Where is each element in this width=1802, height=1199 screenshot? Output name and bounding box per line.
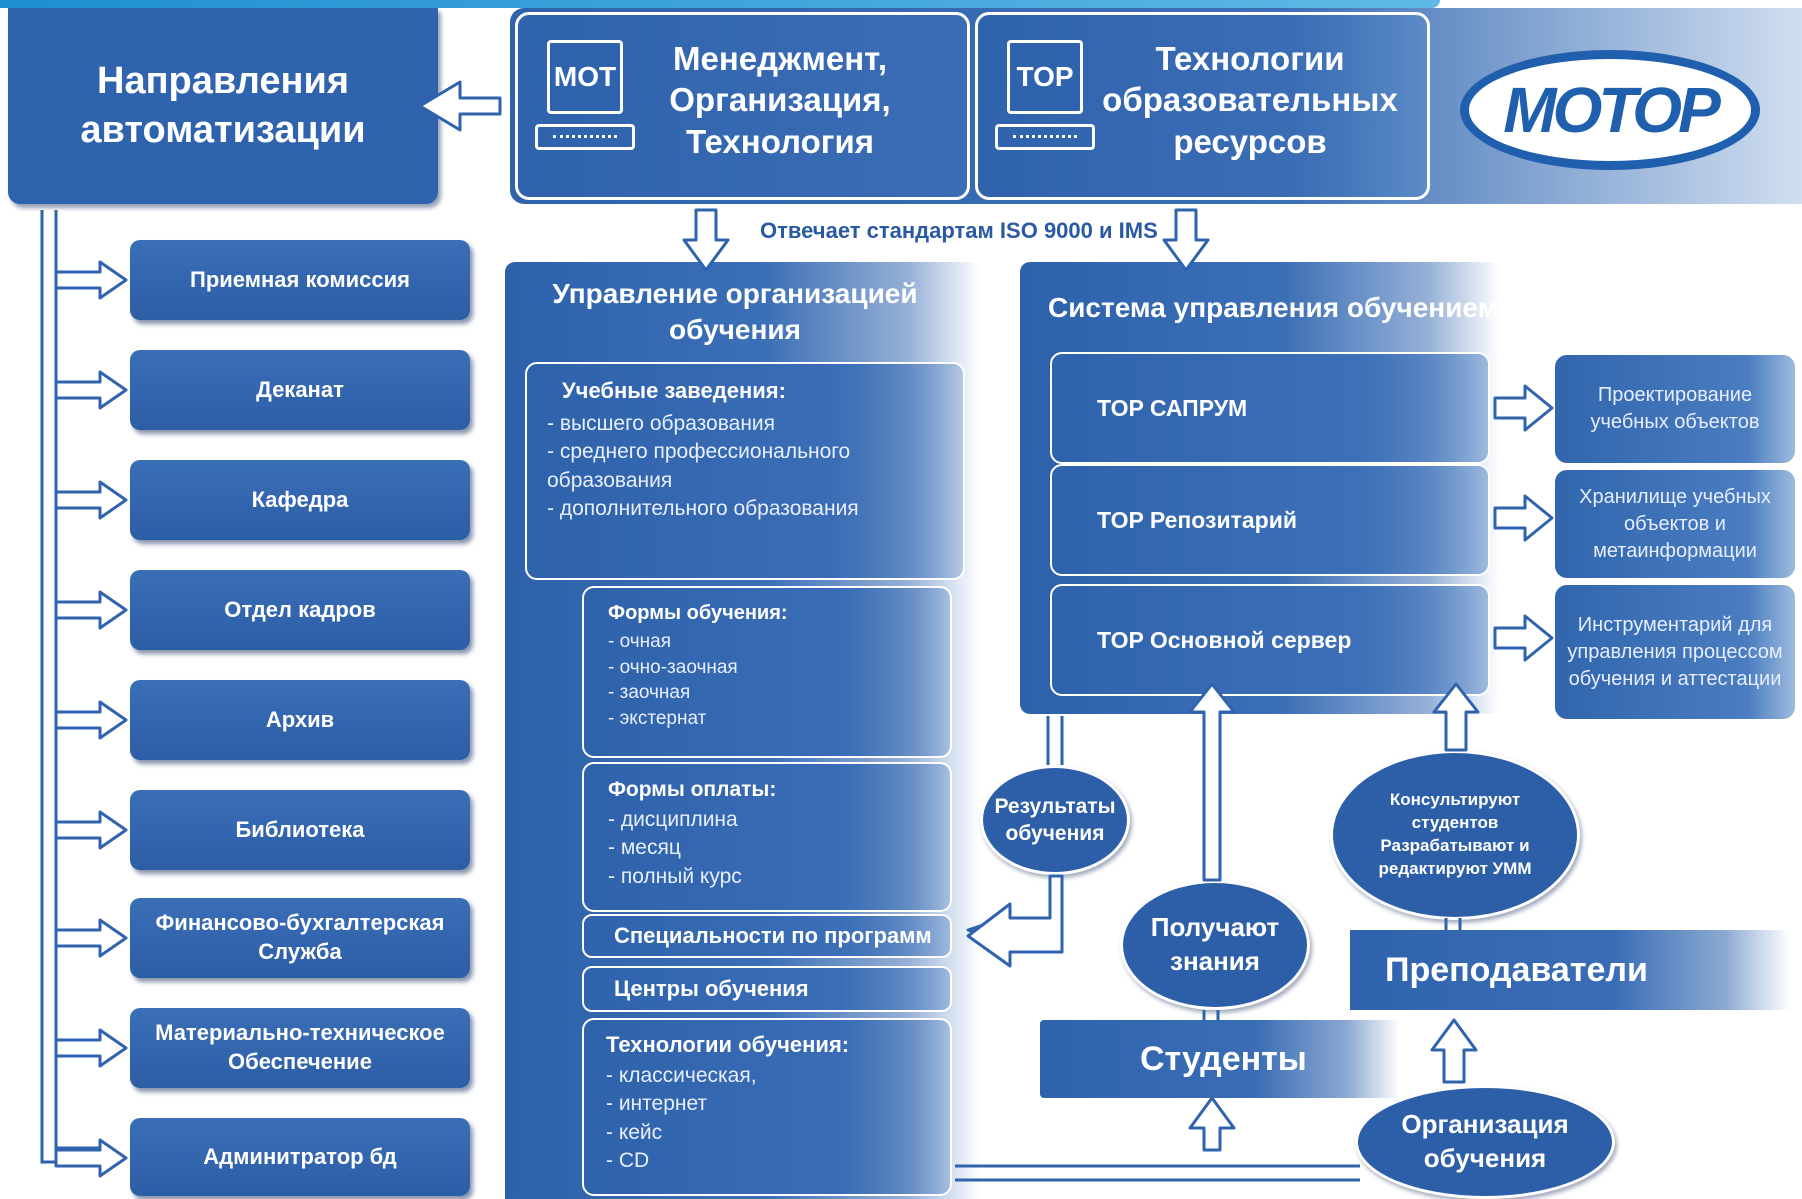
arrow-right-dept [54,480,128,520]
institutions-item: - дополнительного образования [547,497,859,521]
payment-forms-item: - месяц [608,836,681,860]
payment-forms-item: - полный курс [608,864,742,888]
dept-db-admin: Админитратор бд [130,1118,470,1196]
teachers-bar: Преподаватели [1350,930,1790,1010]
dept-logistics: Материально-техническое Обеспечение [130,1008,470,1088]
payment-forms-box: Формы оплаты: - дисциплина - месяц - пол… [582,762,952,912]
centers-row: Центры обучения [582,966,952,1012]
study-forms-item: - заочная [608,682,691,704]
lms-title: Система управления обучением [1048,292,1498,323]
mot-line3: Технология [685,122,875,160]
tor-main-server-row: TOP Основной сервер [1050,584,1490,696]
dept-library: Библиотека [130,790,470,870]
management-tools-box: Инструментарий для управления процессом … [1555,585,1795,719]
tor-computer-icon: TOP [995,40,1095,160]
dept-finance: Финансово-бухгалтерская Служба [130,898,470,978]
arrow-right-lms [1493,384,1554,432]
mot-badge: MOT [553,61,617,92]
design-objects-box: Проектирование учебных объектов [1555,355,1795,463]
dept-admissions: Приемная комиссия [130,240,470,320]
results-oval: Результаты обучения [980,765,1130,875]
institutions-box: Учебные заведения: - высшего образования… [525,362,965,580]
motor-logo-text: MOTOP [1503,74,1720,146]
top-accent-bar [0,0,1440,8]
arrow-right-dept [54,370,128,410]
mot-text: Менеджмент, Организация, Технология [650,30,910,170]
arrow-left-results-head [966,874,1064,968]
arrow-down-mot [682,208,730,272]
institutions-item: - высшего образования [547,412,776,435]
arrow-up-knowledge [1188,682,1236,882]
institutions-title: Учебные заведения: [562,378,786,403]
knowledge-oval: Получают знания [1120,880,1310,1010]
dept-dean-office: Деканат [130,350,470,430]
tor-line2: образовательных [1102,81,1398,119]
students-bar: Студенты [1040,1020,1400,1098]
arrow-right-lms [1493,614,1554,662]
line-bottom [955,1164,1360,1182]
institutions-item: - среднего профессионального образования [547,440,851,492]
bracket-outer [40,210,100,1164]
organization-oval: Организация обучения [1355,1085,1615,1199]
tor-badge: TOP [1016,61,1074,92]
specialties-row: Специальности по программ [582,914,952,958]
automation-title-line2: автоматизации [80,109,366,151]
technologies-item: - классическая, [606,1064,757,1087]
arrow-down-tor [1162,208,1210,272]
tor-saprum-row: TOP САПРУМ [1050,352,1490,464]
motor-logo: MOTOP [1460,50,1760,170]
tor-line3: ресурсов [1173,122,1327,160]
dept-archive: Архив [130,680,470,760]
arrow-right-dept [54,918,128,958]
arrow-left-header [418,80,502,132]
technologies-title: Технологии обучения: [606,1032,850,1057]
mot-computer-icon: MOT [535,40,635,160]
tor-text: Технологии образовательных ресурсов [1100,30,1400,170]
mot-line1: Менеджмент, [672,40,888,78]
object-storage-box: Хранилище учебных объектов и метаинформа… [1555,470,1795,578]
consult-oval: Консультируют студентов Разрабатывают и … [1330,750,1580,920]
automation-header: Направления автоматизации [8,8,438,204]
arrow-up-students [1188,1096,1236,1152]
standard-note: Отвечает стандартам ISO 9000 и IMS [760,218,1158,243]
line-lms-results [1046,716,1064,765]
technologies-box: Технологии обучения: - классическая, - и… [582,1018,952,1196]
tor-repository-row: TOP Репозитарий [1050,464,1490,576]
arrow-right-dept [54,700,128,740]
arrow-right-dept [54,1138,128,1178]
arrow-right-dept [54,590,128,630]
arrow-up-consult [1432,682,1480,752]
line-consult-teachers [1444,918,1462,930]
payment-forms-item: - дисциплина [608,808,738,831]
tor-line1: Технологии [1155,40,1345,78]
arrow-right-dept [54,1028,128,1068]
dept-hr: Отдел кадров [130,570,470,650]
dept-chair: Кафедра [130,460,470,540]
arrow-right-lms [1493,494,1554,542]
technologies-item: - кейс [606,1120,663,1144]
automation-title-line1: Направления [97,59,349,102]
study-forms-box: Формы обучения: - очная - очно-заочная -… [582,586,952,758]
arrow-right-dept [54,260,128,300]
org-management-title: Управление организацией обучения [552,277,918,345]
arrow-up-teachers [1430,1018,1478,1084]
study-forms-item: - экстернат [608,707,707,729]
study-forms-item: - очная [608,631,672,652]
study-forms-title: Формы обучения: [608,602,788,624]
line-knowledge-students [1202,1010,1220,1020]
bracket-inner [54,210,100,1150]
technologies-item: - CD [606,1149,650,1173]
payment-forms-title: Формы оплаты: [608,778,777,801]
mot-line2: Организация, [669,81,891,119]
arrow-right-dept [54,810,128,850]
technologies-item: - интернет [606,1092,708,1116]
study-forms-item: - очно-заочная [608,656,738,678]
